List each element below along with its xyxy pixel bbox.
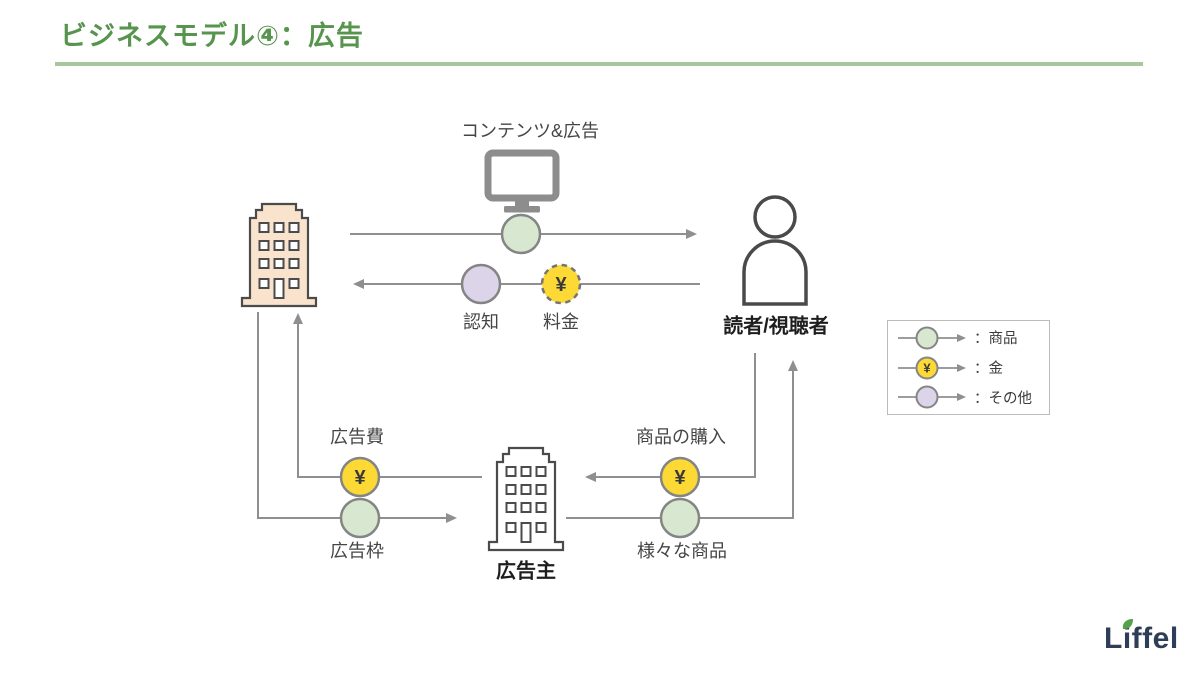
yen-symbol: ¥ <box>555 274 567 296</box>
legend-item-other: ：その他 <box>888 384 1049 410</box>
leaf-icon <box>1122 619 1133 630</box>
ad-fee-label: 広告費 <box>330 427 384 447</box>
ad-slot-label: 広告枠 <box>330 541 384 561</box>
fee-label: 料金 <box>543 312 579 332</box>
yellow-yen-circle-arrow-icon: ¥ <box>898 356 966 379</box>
legend-label: ：金 <box>974 361 1003 377</box>
svg-text:¥: ¥ <box>923 360 931 375</box>
legend-item-goods: ：商品 <box>888 325 1049 351</box>
money-token-dashed <box>540 263 582 305</box>
flow-recognition-fee: ¥ <box>353 263 700 305</box>
title-divider <box>55 62 1143 66</box>
recognition-label: 認知 <box>463 312 499 332</box>
legend-label: ：その他 <box>974 390 1032 407</box>
advertiser-building-icon <box>487 440 565 552</box>
other-token <box>460 263 502 305</box>
flow-products <box>566 360 798 539</box>
flow-ad-fee: ¥ <box>293 313 482 498</box>
yen-symbol: ¥ <box>354 467 366 489</box>
advertiser-label: 広告主 <box>496 560 556 583</box>
purple-circle-arrow-icon <box>898 385 966 409</box>
content-ads-label: コンテンツ&広告 <box>460 121 600 141</box>
money-token <box>339 456 381 498</box>
page-title: ビジネスモデル④：広告 <box>60 21 364 51</box>
legend-box: ：商品 ¥ ：金 ：その他 <box>887 320 1050 415</box>
legend-label: ：商品 <box>974 331 1018 348</box>
flow-ad-slot <box>257 312 457 539</box>
reader-label: 読者/視聴者 <box>723 315 829 338</box>
reader-person-icon <box>741 194 809 306</box>
goods-token <box>339 497 381 539</box>
money-token <box>659 456 701 498</box>
goods-token <box>500 213 542 255</box>
logo-text: Liffel <box>1104 622 1179 655</box>
media-company-building-icon <box>240 196 318 308</box>
products-label: 様々な商品 <box>637 541 727 561</box>
flow-content-ads <box>350 213 697 255</box>
monitor-icon <box>484 149 560 213</box>
flow-purchase: ¥ <box>585 353 756 498</box>
goods-token <box>659 497 701 539</box>
legend-item-money: ¥ ：金 <box>888 355 1049 381</box>
purchase-label: 商品の購入 <box>636 427 726 447</box>
yen-symbol: ¥ <box>674 467 686 489</box>
liffel-logo: Liffel <box>1104 619 1179 656</box>
green-circle-arrow-icon <box>898 326 966 350</box>
